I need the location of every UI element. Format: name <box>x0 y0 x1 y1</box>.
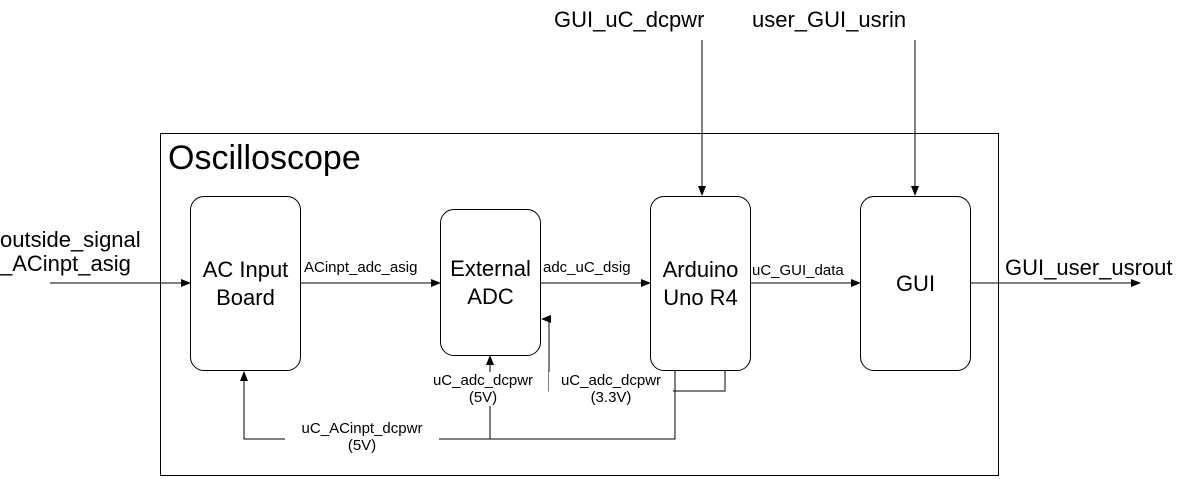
label-uc-adc-dcpwr-3v3: uC_adc_dcpwr (3.3V) <box>549 372 673 406</box>
ac-input-board-block: AC Input Board <box>190 196 301 371</box>
label-uc-adc-dcpwr-5v: uC_adc_dcpwr (5V) <box>421 372 545 406</box>
label-uc-acinpt-dcpwr: uC_ACinpt_dcpwr (5V) <box>285 420 439 454</box>
label-uc-gui-data: uC_GUI_data <box>752 262 844 279</box>
label-adc-uc-dsig: adc_uC_dsig <box>543 259 631 276</box>
label-gui-uc-dcpwr: GUI_uC_dcpwr <box>554 7 705 32</box>
oscilloscope-frame <box>160 133 999 476</box>
label-outside-signal: outside_signal _ACinpt_asig <box>0 227 141 276</box>
label-acinpt-adc-asig: ACinpt_adc_asig <box>304 259 418 276</box>
wire-uc-power-bus <box>240 370 676 440</box>
arduino-uno-r4-block: Arduino Uno R4 <box>650 196 751 371</box>
frame-title: Oscilloscope <box>168 139 361 177</box>
gui-block: GUI <box>860 196 971 371</box>
label-user-gui-usrin: user_GUI_usrin <box>752 7 907 32</box>
label-gui-user-usrout: GUI_user_usrout <box>1005 255 1173 280</box>
external-adc-block: External ADC <box>440 209 541 356</box>
